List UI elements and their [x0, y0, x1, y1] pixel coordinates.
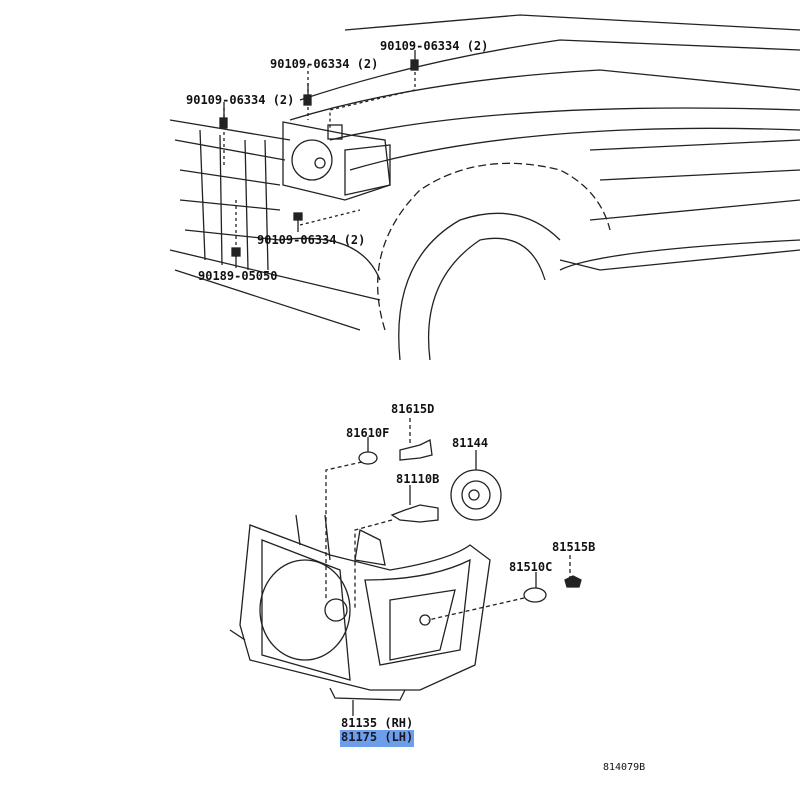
figure-code: 814079B — [603, 762, 646, 773]
part-label-81510c[interactable]: 81510C — [509, 560, 553, 574]
part-label-90109-06334[interactable]: 90109-06334 (2) — [270, 57, 379, 71]
part-label-81610f[interactable]: 81610F — [346, 426, 390, 440]
part-label-90109-06334[interactable]: 90109-06334 (2) — [257, 233, 366, 247]
headlamp-assembly — [229, 514, 491, 701]
part-label-81515b[interactable]: 81515B — [552, 540, 596, 554]
part-label-81135-rh[interactable]: 81135 (RH) — [341, 716, 414, 730]
part-label-81144[interactable]: 81144 — [452, 436, 489, 450]
part-label-90189-05050[interactable]: 90189-05050 — [198, 269, 278, 283]
part-label-81175-lh-highlighted[interactable]: 81175 (LH) — [340, 730, 415, 747]
part-label-81110b[interactable]: 81110B — [396, 472, 440, 486]
part-label-90109-06334[interactable]: 90109-06334 (2) — [380, 39, 489, 53]
part-label-90109-06334[interactable]: 90109-06334 (2) — [186, 93, 295, 107]
installed-headlamp — [282, 121, 391, 201]
bulb-parts — [358, 439, 582, 603]
part-label-81615d[interactable]: 81615D — [391, 402, 435, 416]
vehicle-front-illustration — [169, 14, 800, 361]
lower-leader-lines — [325, 418, 571, 621]
